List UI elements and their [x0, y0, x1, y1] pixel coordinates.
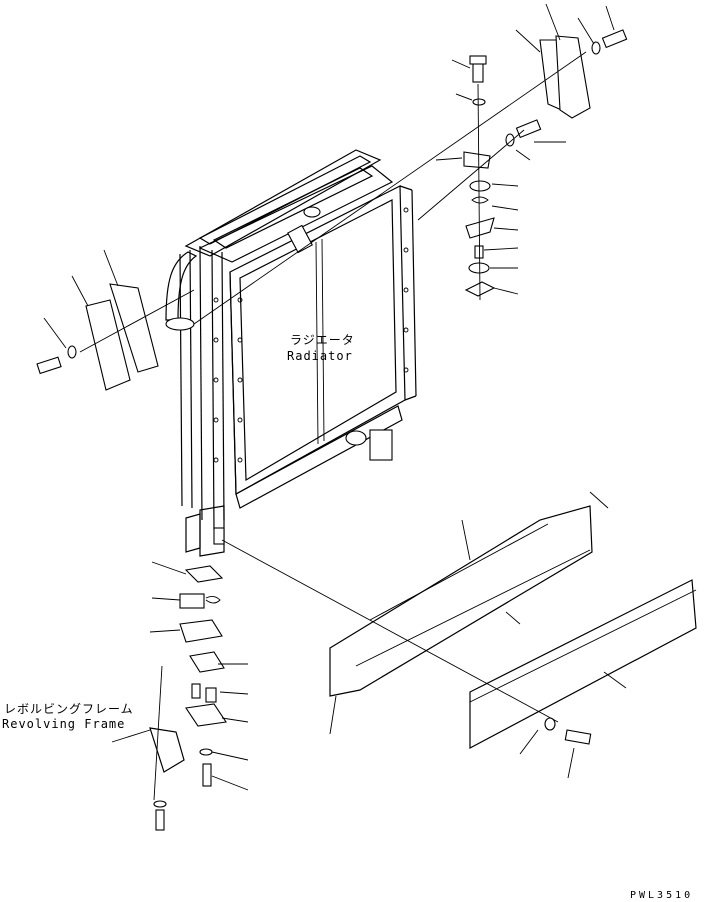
upper-right-mount-parts	[463, 29, 628, 297]
centerlines	[79, 51, 587, 723]
radiator-label-ja: ラジエータ	[290, 333, 355, 347]
frame-holes	[213, 207, 409, 463]
side-covers	[329, 505, 697, 749]
leader-lines	[43, 3, 627, 791]
drawing-code: PWL3510	[630, 890, 694, 901]
revolving-frame-label-en: Revolving Frame	[2, 717, 126, 731]
radiator-assembly	[165, 149, 417, 557]
left-mount-parts	[36, 283, 159, 391]
radiator-label-en: Radiator	[287, 349, 353, 363]
revolving-frame-label-ja: レボルビングフレーム	[4, 702, 134, 716]
base-mount-parts	[149, 565, 227, 831]
